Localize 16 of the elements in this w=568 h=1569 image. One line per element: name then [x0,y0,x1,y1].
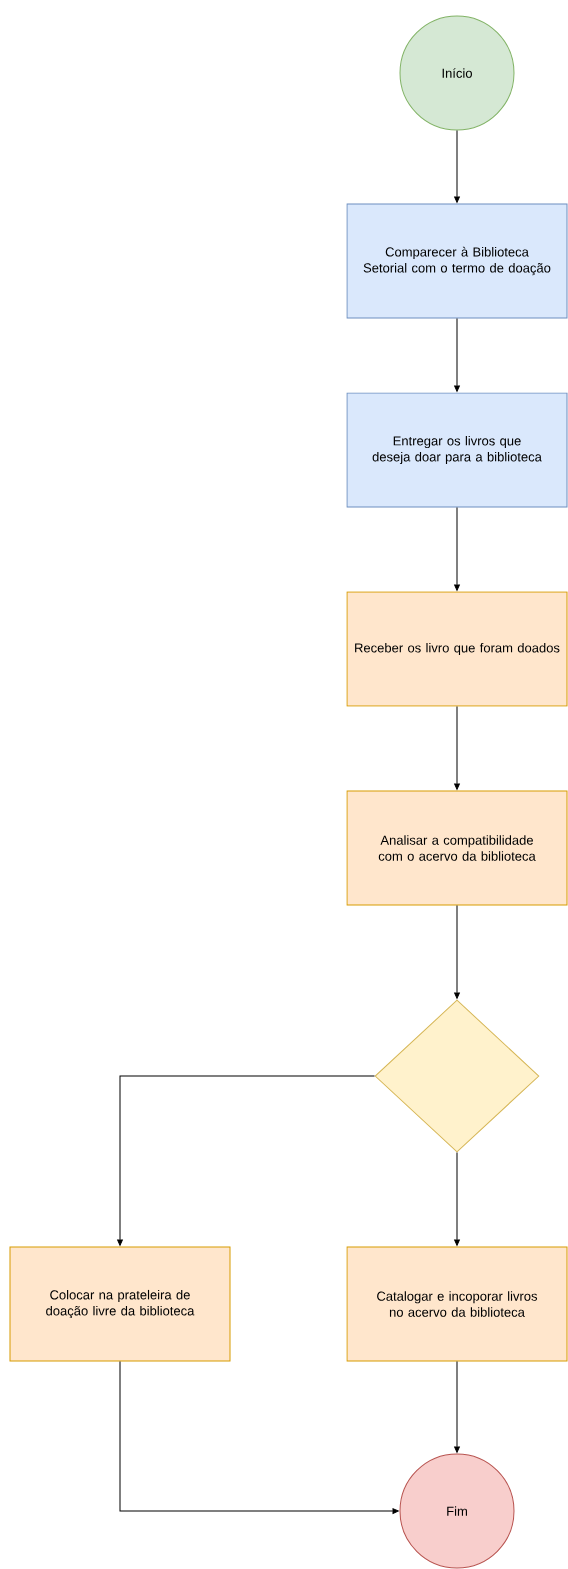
arrow [454,318,460,392]
arrow [454,905,460,999]
process-box: Analisar a compatibilidade com o acervo da biblioteca [346,790,568,906]
arrow [454,130,460,203]
decision-diamond [374,999,540,1153]
process-box: Comparecer à Biblioteca Setorial com o termo de doação [346,203,568,319]
arrow [454,507,460,591]
process-box: Colocar na prateleira de doação livre da biblioteca [9,1246,231,1362]
process-box: Receber os livro que foram doados [346,591,568,707]
arrow [117,1075,375,1246]
process-box: Entregar os livros que deseja doar para a biblioteca [346,392,568,508]
arrow [454,706,460,790]
process-box: Catalogar e incoporar livros no acervo da biblioteca [346,1246,568,1362]
arrow [119,1361,399,1514]
arrow [454,1361,460,1453]
arrow [454,1152,460,1246]
